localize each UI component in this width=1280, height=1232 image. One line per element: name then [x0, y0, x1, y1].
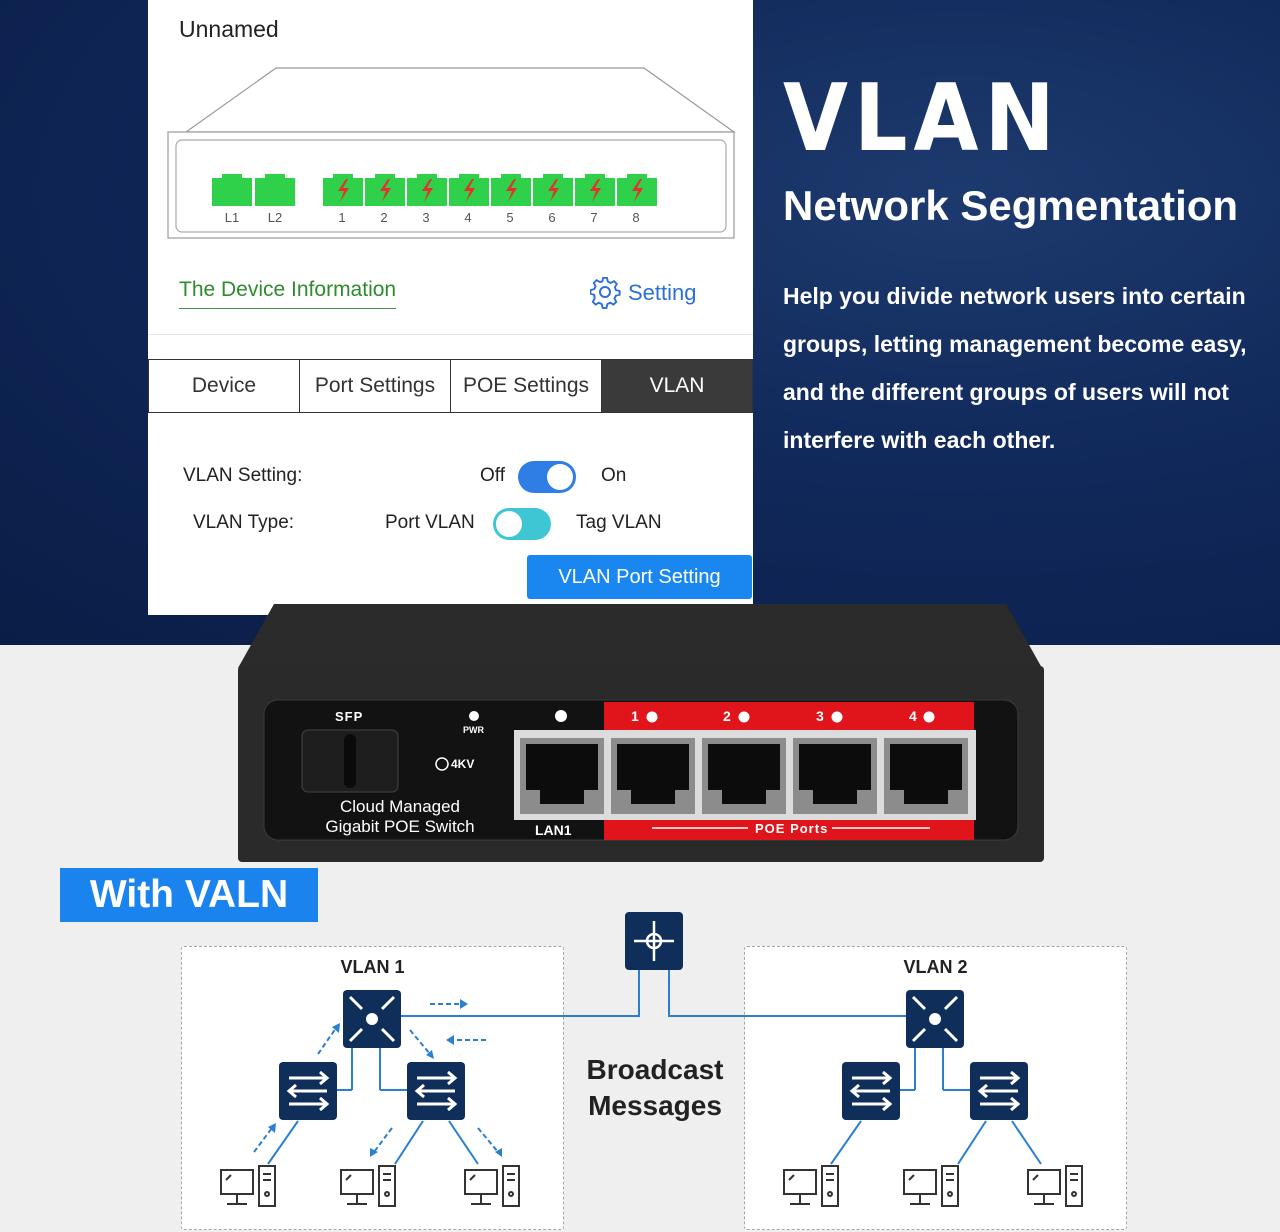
- device-information-link[interactable]: The Device Information: [179, 278, 397, 309]
- rj45-port: [793, 738, 877, 814]
- toggle-knob: [496, 511, 522, 537]
- port-l2[interactable]: [255, 174, 295, 206]
- feature-description: Help you divide network users into certa…: [783, 283, 1247, 453]
- feature-title: VLAN: [783, 64, 1061, 172]
- vlan-setting-on-label: On: [601, 465, 627, 486]
- rj45-port: [611, 738, 695, 814]
- port-4[interactable]: 4: [449, 174, 489, 225]
- vlan-setting-label: VLAN Setting:: [183, 465, 303, 486]
- port-3[interactable]: 3: [407, 174, 447, 225]
- surge-label: 4KV: [451, 757, 475, 771]
- poe-led-row: [646, 711, 935, 723]
- vlan2-label: VLAN 2: [903, 957, 968, 977]
- poe-bolt-icon: [548, 179, 559, 202]
- port-label: 2: [380, 210, 387, 225]
- poe-bolt-icon: [590, 179, 601, 202]
- lan1-label: LAN1: [535, 822, 572, 838]
- port-label: L2: [268, 210, 282, 225]
- port-6[interactable]: 6: [533, 174, 573, 225]
- tab-vlan[interactable]: VLAN: [602, 360, 752, 412]
- tag-vlan-label: Tag VLAN: [576, 512, 662, 533]
- port-5[interactable]: 5: [491, 174, 531, 225]
- vlan-setting-toggle[interactable]: [518, 461, 576, 493]
- port-label: 8: [632, 210, 639, 225]
- port-label: 4: [464, 210, 471, 225]
- port-l1[interactable]: [212, 174, 252, 206]
- product-line1: Cloud Managed: [339, 797, 461, 816]
- broadcast-line2: Messages: [588, 1090, 722, 1121]
- pwr-label: PWR: [463, 725, 484, 735]
- vlan-setting-off-label: Off: [480, 465, 505, 486]
- vlan-type-toggle[interactable]: [493, 508, 551, 540]
- with-vlan-banner: With VALN: [60, 868, 318, 922]
- tab-port-settings[interactable]: Port Settings: [300, 360, 451, 412]
- poe-bolt-icon: [380, 179, 391, 202]
- poe-bolt-icon: [506, 179, 517, 202]
- port-label: 7: [590, 210, 597, 225]
- poe-bolt-icon: [632, 179, 643, 202]
- vlan-port-setting-button[interactable]: VLAN Port Setting: [527, 555, 752, 599]
- vlan1-group: VLAN 1: [181, 946, 564, 1230]
- tab-bar: Device Port Settings POE Settings VLAN: [148, 359, 753, 413]
- poe-number: 4: [909, 708, 917, 724]
- port-1[interactable]: 1: [323, 174, 363, 225]
- sfp-label: SFP: [335, 709, 364, 724]
- rj45-port: [520, 738, 604, 814]
- port-7[interactable]: 7: [575, 174, 615, 225]
- port-label: L1: [225, 210, 239, 225]
- port-vlan-label: Port VLAN: [385, 512, 475, 533]
- broadcast-line1: Broadcast: [586, 1054, 724, 1085]
- tab-device[interactable]: Device: [149, 360, 300, 412]
- device-name: Unnamed: [179, 16, 279, 42]
- vlan2-group: VLAN 2: [744, 946, 1127, 1230]
- poe-number: 2: [723, 708, 731, 724]
- poe-number: 3: [816, 708, 824, 724]
- port-label: 5: [506, 210, 513, 225]
- switch-hardware: [238, 604, 1044, 862]
- poe-bolt-icon: [422, 179, 433, 202]
- setting-link[interactable]: Setting: [590, 277, 697, 309]
- setting-label: Setting: [628, 280, 697, 305]
- poe-bolt-icon: [464, 179, 475, 202]
- gear-icon: [590, 277, 621, 309]
- feature-subtitle: Network Segmentation: [783, 182, 1239, 229]
- rj45-port: [702, 738, 786, 814]
- poe-bolt-icon: [338, 179, 349, 202]
- product-line2: Gigabit POE Switch: [325, 817, 475, 836]
- toggle-knob: [547, 464, 573, 490]
- port-8[interactable]: 8: [617, 174, 657, 225]
- vlan-type-label: VLAN Type:: [193, 512, 295, 533]
- port-2[interactable]: 2: [365, 174, 405, 225]
- tab-poe-settings[interactable]: POE Settings: [451, 360, 602, 412]
- port-label: 6: [548, 210, 555, 225]
- app-panel: Unnamed L1 L2 1 2 3 4 5 6 7 8 The Device Inform…: [148, 0, 753, 615]
- rj45-port: [884, 738, 968, 814]
- poe-ports-label: POE Ports: [755, 821, 829, 836]
- port-label: 1: [338, 210, 345, 225]
- divider: [148, 334, 753, 335]
- vlan1-label: VLAN 1: [340, 957, 405, 977]
- broadcast-messages-label: Broadcast Messages: [570, 1052, 740, 1124]
- port-label: 3: [422, 210, 429, 225]
- poe-number: 1: [631, 708, 639, 724]
- switch-illustration: L1 L2 1 2 3 4 5 6 7 8: [167, 67, 736, 239]
